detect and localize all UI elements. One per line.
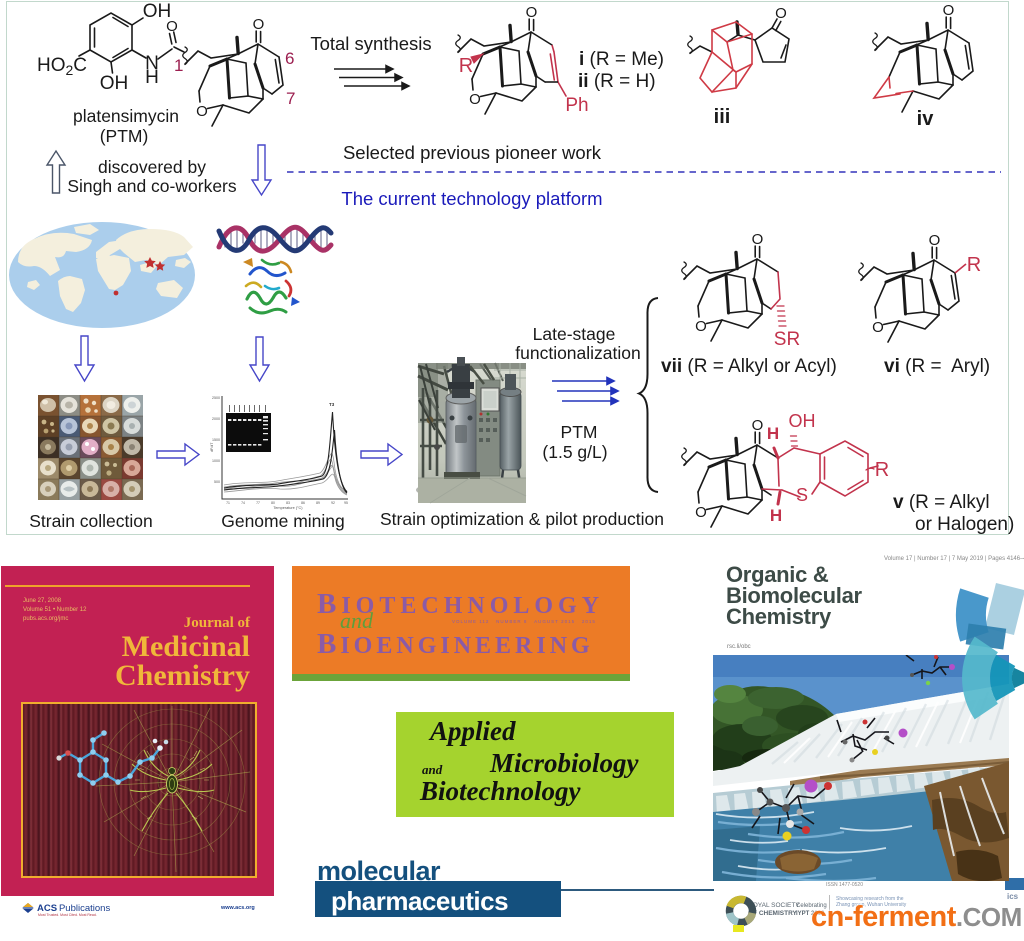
svg-text:7: 7 xyxy=(286,89,295,108)
svg-text:PTM: PTM xyxy=(561,422,598,442)
svg-text:89: 89 xyxy=(316,501,320,505)
svg-text:Temperature (°C): Temperature (°C) xyxy=(273,506,303,510)
svg-text:Singh and co-workers: Singh and co-workers xyxy=(67,176,236,196)
svg-text:R: R xyxy=(967,254,981,276)
svg-text:Selected previous pioneer work: Selected previous pioneer work xyxy=(343,142,602,163)
svg-text:ii (R = H): ii (R = H) xyxy=(578,71,656,92)
svg-text:H: H xyxy=(767,424,779,443)
svg-text:83: 83 xyxy=(286,501,290,505)
svg-text:(1.5 g/L): (1.5 g/L) xyxy=(542,442,607,462)
svg-text:86: 86 xyxy=(301,501,305,505)
svg-text:discovered by: discovered by xyxy=(98,157,206,177)
svg-text:platensimycin: platensimycin xyxy=(73,106,179,126)
svg-text:N: N xyxy=(145,53,159,74)
svg-text:dF/dT: dF/dT xyxy=(210,442,214,452)
svg-text:v (R = Alkyl: v (R = Alkyl xyxy=(893,492,990,513)
svg-text:Total synthesis: Total synthesis xyxy=(310,33,431,54)
svg-text:1500: 1500 xyxy=(212,438,220,442)
svg-text:HO2C: HO2C xyxy=(37,55,87,78)
svg-text:77: 77 xyxy=(256,501,260,505)
svg-text:iii: iii xyxy=(714,106,731,128)
svg-text:iv: iv xyxy=(917,108,935,130)
svg-text:vii (R = Alkyl or Acyl): vii (R = Alkyl or Acyl) xyxy=(661,356,837,377)
svg-text:OH: OH xyxy=(143,1,172,22)
svg-text:74: 74 xyxy=(241,501,245,505)
svg-text:80: 80 xyxy=(271,501,275,505)
svg-text:2500: 2500 xyxy=(212,396,220,400)
svg-text:Genome mining: Genome mining xyxy=(221,511,345,531)
svg-text:1: 1 xyxy=(174,56,183,75)
svg-text:71: 71 xyxy=(226,501,230,505)
svg-text:(PTM): (PTM) xyxy=(100,126,149,146)
svg-text:Strain collection: Strain collection xyxy=(29,511,153,531)
svg-text:Strain optimization & pilot pr: Strain optimization & pilot production xyxy=(380,509,664,529)
svg-text:500: 500 xyxy=(214,480,220,484)
svg-text:R: R xyxy=(459,55,473,77)
svg-text:R: R xyxy=(875,459,889,481)
svg-text:O: O xyxy=(775,5,787,22)
svg-text:95: 95 xyxy=(344,501,348,505)
svg-text:6: 6 xyxy=(285,49,294,68)
svg-text:O: O xyxy=(166,18,178,35)
svg-text:Ph: Ph xyxy=(565,95,588,116)
svg-text:1000: 1000 xyxy=(212,459,220,463)
svg-text:H: H xyxy=(770,506,782,525)
svg-text:or Halogen): or Halogen) xyxy=(915,514,1014,535)
svg-text:T3: T3 xyxy=(329,402,335,407)
svg-text:SR: SR xyxy=(774,329,800,350)
svg-text:The current technology platfor: The current technology platform xyxy=(341,188,602,209)
svg-text:Late-stage: Late-stage xyxy=(533,324,616,344)
svg-text:S: S xyxy=(796,485,808,505)
svg-text:92: 92 xyxy=(331,501,335,505)
svg-text:H: H xyxy=(145,67,159,88)
svg-text:vi (R = Aryl): vi (R = Aryl) xyxy=(884,356,990,377)
svg-text:i (R = Me): i (R = Me) xyxy=(579,49,664,70)
svg-text:functionalization: functionalization xyxy=(515,343,641,363)
svg-text:2000: 2000 xyxy=(212,417,220,421)
svg-text:OH: OH xyxy=(100,73,129,94)
svg-text:OH: OH xyxy=(789,411,816,431)
